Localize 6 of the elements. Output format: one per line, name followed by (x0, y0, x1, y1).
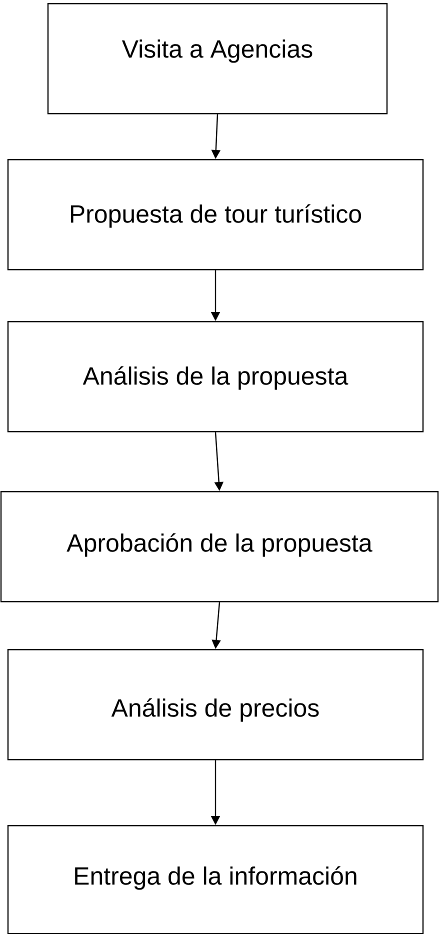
process-box: Visita a Agencias (47, 3, 388, 114)
process-box: Entrega de la información (7, 825, 424, 934)
process-box: Análisis de precios (7, 649, 424, 760)
process-box: Aprobación de la propuesta (0, 491, 439, 602)
process-box: Propuesta de tour turístico (7, 159, 424, 270)
process-box: Análisis de la propuesta (7, 321, 424, 432)
